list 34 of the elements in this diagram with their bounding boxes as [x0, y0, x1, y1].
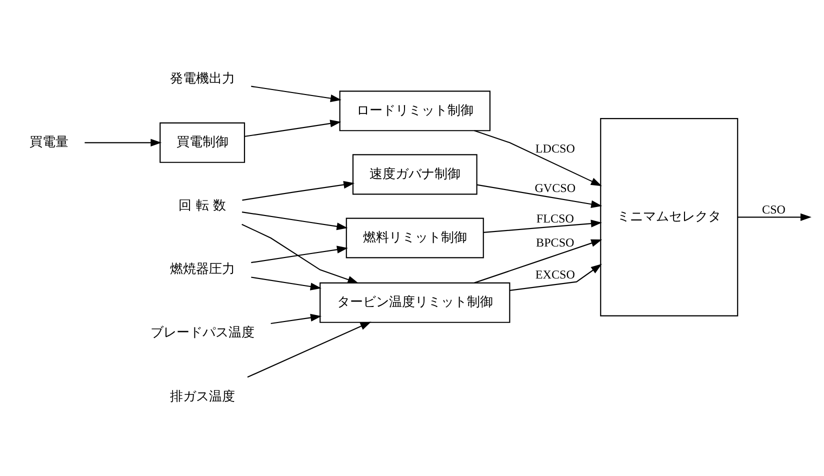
- node-box: タービン温度リミット制御: [320, 282, 510, 323]
- arrow: [251, 246, 348, 264]
- edge-label: CSO: [762, 202, 786, 217]
- node-box: 速度ガバナ制御: [352, 154, 478, 195]
- arrow: [474, 239, 602, 284]
- node-text: 回 転 数: [178, 198, 226, 214]
- edge-label: BPCSO: [536, 236, 574, 250]
- arrow: [242, 212, 348, 230]
- arrow: [242, 180, 355, 201]
- arrow: [474, 130, 602, 186]
- node-text: 買電量: [29, 135, 68, 150]
- arrow: [84, 138, 162, 146]
- arrow: [476, 184, 602, 208]
- node-text: 排ガス温度: [170, 389, 235, 404]
- node-text: 発電機出力: [170, 72, 235, 87]
- arrow: [251, 86, 342, 102]
- arrow: [251, 276, 322, 290]
- edge-label: FLCSO: [536, 211, 574, 226]
- arrow: [738, 213, 812, 222]
- arrow: [270, 314, 322, 324]
- edge-label: GVCSO: [534, 180, 576, 195]
- node-box: ロードリミット制御: [339, 90, 490, 132]
- node-text: 燃焼器圧力: [170, 262, 235, 278]
- node-box: 燃料リミット制御: [346, 218, 484, 258]
- edge-label: EXCSO: [535, 267, 575, 282]
- arrow: [242, 224, 359, 284]
- arrow: [247, 322, 372, 378]
- node-box: ミニマムセレクタ: [600, 118, 738, 316]
- arrow: [510, 264, 602, 292]
- arrow: [244, 120, 342, 137]
- edge-label: LDCSO: [535, 141, 575, 156]
- node-box: 買電制御: [160, 122, 246, 163]
- arrow: [484, 220, 602, 233]
- node-text: ブレードパス温度: [150, 326, 254, 341]
